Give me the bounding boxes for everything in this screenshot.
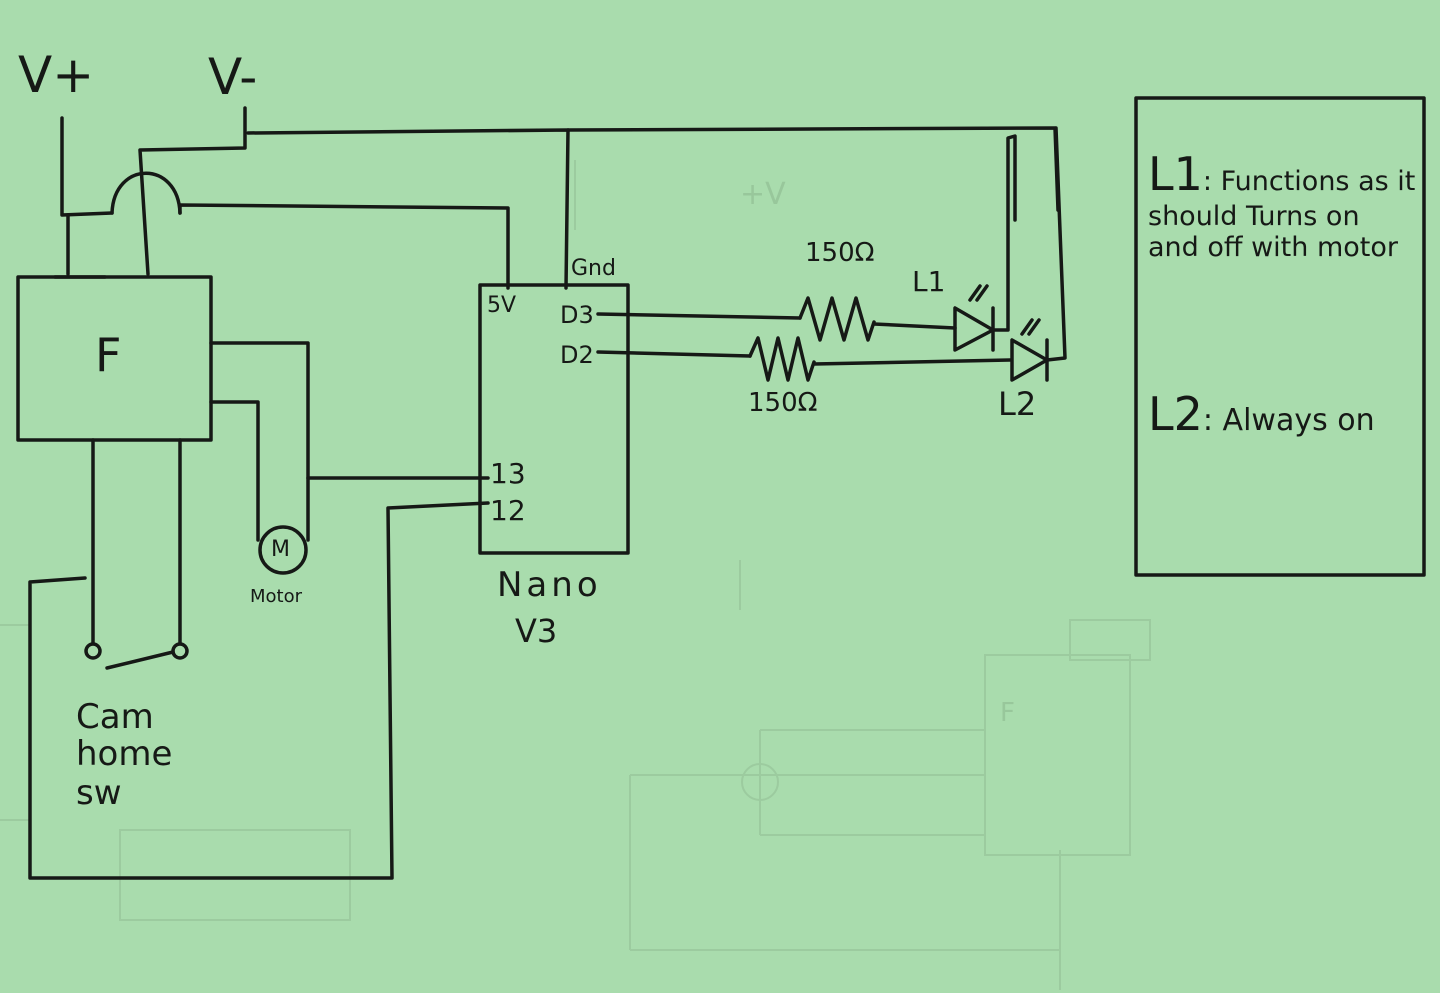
d3-wire [596, 312, 802, 320]
led-l1-return [991, 134, 1017, 332]
note-l1: L1: Functions as it should Turns on and … [1148, 148, 1418, 263]
wire-crossover-hop [110, 171, 182, 215]
resistor-r1-label: 150Ω [805, 238, 875, 268]
cam-switch-label-line3: sw [76, 773, 122, 813]
motor-wire [209, 341, 310, 542]
ghost-text: F [1000, 698, 1015, 728]
nano-pin-gnd-label: Gnd [571, 256, 616, 281]
nano-pin-12-label: 12 [490, 494, 526, 527]
nano-name-line1: Nano [497, 565, 602, 605]
note-l1-key: L1 [1148, 147, 1203, 201]
switch-lever [105, 650, 175, 670]
led-l2-label: L2 [998, 385, 1037, 423]
nano-pin-5v-label: 5V [487, 293, 517, 318]
motor-wire [209, 400, 260, 542]
cam-switch-label-line2: home [76, 734, 173, 774]
resistor-r2 [748, 336, 816, 382]
note-l2-key: L2 [1148, 387, 1203, 441]
led-l1-triangle [953, 306, 995, 352]
pin12-loop-wire [28, 501, 490, 880]
motor-body [258, 525, 308, 575]
f-board-box [16, 275, 213, 442]
v-plus-wire [178, 203, 510, 290]
note-l1-text: : Functions as it should Turns on and of… [1148, 166, 1416, 263]
v-minus-wire [246, 128, 570, 290]
note-l2-text: : Always on [1202, 403, 1375, 438]
switch-contact [171, 642, 189, 660]
led-l2-triangle [1010, 338, 1049, 382]
motor-symbol: M [271, 537, 290, 562]
nano-name-line2: V3 [515, 612, 558, 650]
nano-pin-d3-label: D3 [560, 301, 594, 329]
nano-box [478, 283, 630, 555]
note-l2: L2: Always on [1148, 388, 1418, 441]
motor-label: Motor [250, 586, 303, 607]
led-l2-arrow [1020, 318, 1041, 336]
d3-wire [872, 322, 957, 330]
led-l1-arrow [968, 284, 989, 302]
cam-switch-label-line1: Cam [76, 697, 154, 737]
resistor-r2-label: 150Ω [748, 388, 818, 418]
v-minus-label: V- [208, 48, 258, 106]
v-minus-wire [138, 106, 247, 276]
switch-contact [84, 642, 102, 660]
v-plus-wire [60, 116, 114, 217]
v-minus-wire [566, 126, 1060, 212]
ghost-text: +V [740, 177, 786, 212]
d2-wire [596, 350, 752, 358]
v-plus-label: V+ [18, 46, 95, 104]
led-l2-return [1045, 126, 1067, 362]
led-l1-label: L1 [912, 265, 946, 298]
nano-pin-d2-label: D2 [560, 341, 594, 369]
notes-box [1134, 96, 1426, 577]
d2-wire [812, 358, 1012, 366]
nano-pin-13-label: 13 [490, 457, 526, 490]
resistor-r1 [798, 296, 876, 342]
f-board-label: F [95, 328, 122, 382]
